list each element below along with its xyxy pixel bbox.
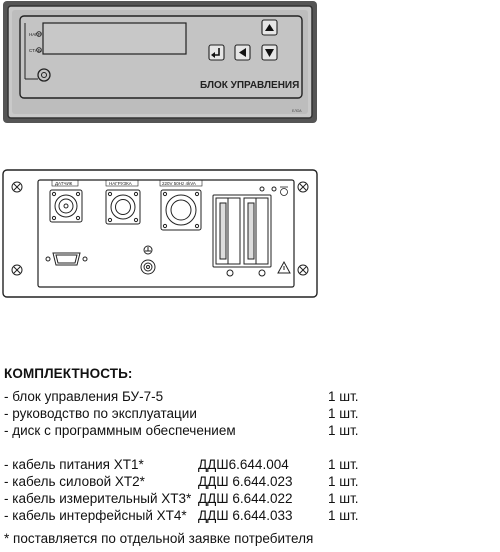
kit-item: - кабель интерфейсный ХТ4* ДДШ 6.644.033… [4,508,359,523]
up-arrow-icon [265,24,274,31]
kit-item: - кабель питания ХТ1* ДДШ6.644.004 1 шт. [4,457,359,472]
power-connector-icon [160,189,202,231]
left-button[interactable] [234,44,251,61]
kit-title: КОМПЛЕКТНОСТЬ: [4,366,133,381]
load-connector-icon [105,189,141,225]
kit-item: - кабель измерительный ХТ3* ДДШ 6.644.02… [4,491,359,506]
polarity-icon [280,186,288,196]
left-arrow-icon [239,48,246,57]
kit-item: - кабель силовой ХТ2* ДДШ 6.644.023 1 шт… [4,474,359,489]
kit-item: - блок управления БУ-7-5 1 шт. [4,389,359,404]
kit-item: - диск с программным обеспечением 1 шт. [4,423,359,438]
stab-led-icon [36,47,42,53]
ground-terminal-icon [140,245,156,275]
down-button[interactable] [261,44,278,61]
led-label-heat: НАГР. [29,32,41,37]
down-arrow-icon [265,49,274,57]
led-label-stab: СТАБ. [29,48,42,53]
lcd-display [42,22,187,55]
panel-brand-label: БЛОК УПРАВЛЕНИЯ [200,80,299,91]
db9-port-icon [45,252,88,266]
logo-icon [37,68,51,82]
kit-item: - руководство по эксплуатации 1 шт. [4,406,359,421]
warning-icon [277,260,291,274]
fuse-module [212,186,277,277]
connector-label-sensor: ДАТЧИК [55,181,73,186]
enter-button[interactable] [208,44,225,61]
connector-label-load: НАГРУЗКА [109,181,132,186]
screw-icon [11,181,309,276]
sensor-connector-icon [49,189,83,223]
rear-panel: ДАТЧИК НАГРУЗКА 220V 50Hz 4kVA [2,169,318,298]
heat-led-icon [36,31,42,37]
kit-footnote: * поставляется по отдельной заявке потре… [4,531,314,546]
front-panel: НАГР. СТАБ. БЛОК УПРАВЛЕНИЯ ЕЛОА [3,1,317,123]
corner-text: ЕЛОА [292,109,302,113]
connector-label-power: 220V 50Hz 4kVA [162,181,196,186]
up-button[interactable] [261,19,278,36]
